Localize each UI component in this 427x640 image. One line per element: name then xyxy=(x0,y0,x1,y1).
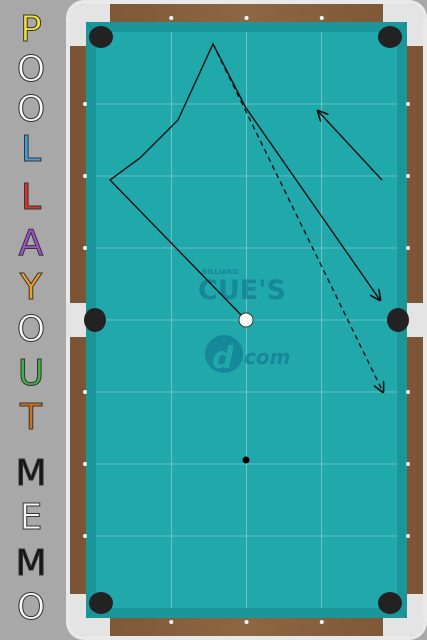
title-letter: L xyxy=(20,177,42,218)
title-letter: T xyxy=(20,397,43,438)
watermark-logo-letter: d xyxy=(212,341,234,376)
rail-diamond xyxy=(83,390,87,394)
cue-ball-path[interactable] xyxy=(108,42,380,321)
watermark-domain-text: com xyxy=(244,345,290,369)
pockets xyxy=(84,26,409,614)
object-ball-path[interactable] xyxy=(212,43,383,392)
title-letter: O xyxy=(16,587,46,628)
watermark-brand-text: CUE'S xyxy=(198,275,286,306)
rail-diamond xyxy=(244,620,249,624)
draw-arrow[interactable] xyxy=(318,111,383,181)
pocket-plate-bottom-right xyxy=(383,594,423,636)
pocket-plate-top-left xyxy=(70,4,110,46)
rail-diamond xyxy=(406,174,410,178)
pocket-bottom-right xyxy=(378,592,402,614)
watermark: BILLIARD CUE'S d com xyxy=(198,268,290,376)
rail-diamond xyxy=(83,102,87,106)
watermark-small-text: BILLIARD xyxy=(202,268,238,276)
title-letter: O xyxy=(16,309,46,350)
pocket-plate-bottom-left xyxy=(70,594,110,636)
title-letter: L xyxy=(20,129,42,170)
object-ball[interactable] xyxy=(242,456,250,464)
pocket-plate-top-right xyxy=(383,4,423,46)
rail-diamond xyxy=(169,620,174,624)
rail-diamond xyxy=(319,16,324,20)
pocket-top-left xyxy=(89,26,113,48)
title-letter: O xyxy=(16,49,46,90)
watermark-logo-circle xyxy=(205,335,243,373)
title-letter: U xyxy=(17,353,45,394)
pocket-mid-left xyxy=(84,308,106,332)
rail-diamond xyxy=(83,462,87,466)
rail-diamond xyxy=(83,174,87,178)
cue-ball[interactable] xyxy=(238,312,254,328)
rail-diamonds xyxy=(83,16,410,624)
rail-diamond xyxy=(83,534,87,538)
rail-diamond xyxy=(319,620,324,624)
title-letter: M xyxy=(15,453,47,494)
pocket-mid-right xyxy=(387,308,409,332)
rail-diamond xyxy=(406,102,410,106)
title-letter: M xyxy=(15,543,47,584)
rail-diamond xyxy=(406,246,410,250)
shot-paths xyxy=(108,42,383,392)
pocket-top-right xyxy=(378,26,402,48)
rail-diamond xyxy=(406,390,410,394)
rail-diamond xyxy=(83,246,87,250)
rail-diamond xyxy=(406,534,410,538)
rail-diamond xyxy=(244,16,249,20)
title-letter: P xyxy=(20,9,43,50)
rail-diamond xyxy=(406,462,410,466)
pocket-bottom-left xyxy=(89,592,113,614)
title-letter: O xyxy=(16,89,46,130)
title-letter: E xyxy=(19,497,43,538)
rail-diamond xyxy=(169,16,174,20)
title-letter: Y xyxy=(20,267,43,308)
title-letter: A xyxy=(18,223,44,264)
